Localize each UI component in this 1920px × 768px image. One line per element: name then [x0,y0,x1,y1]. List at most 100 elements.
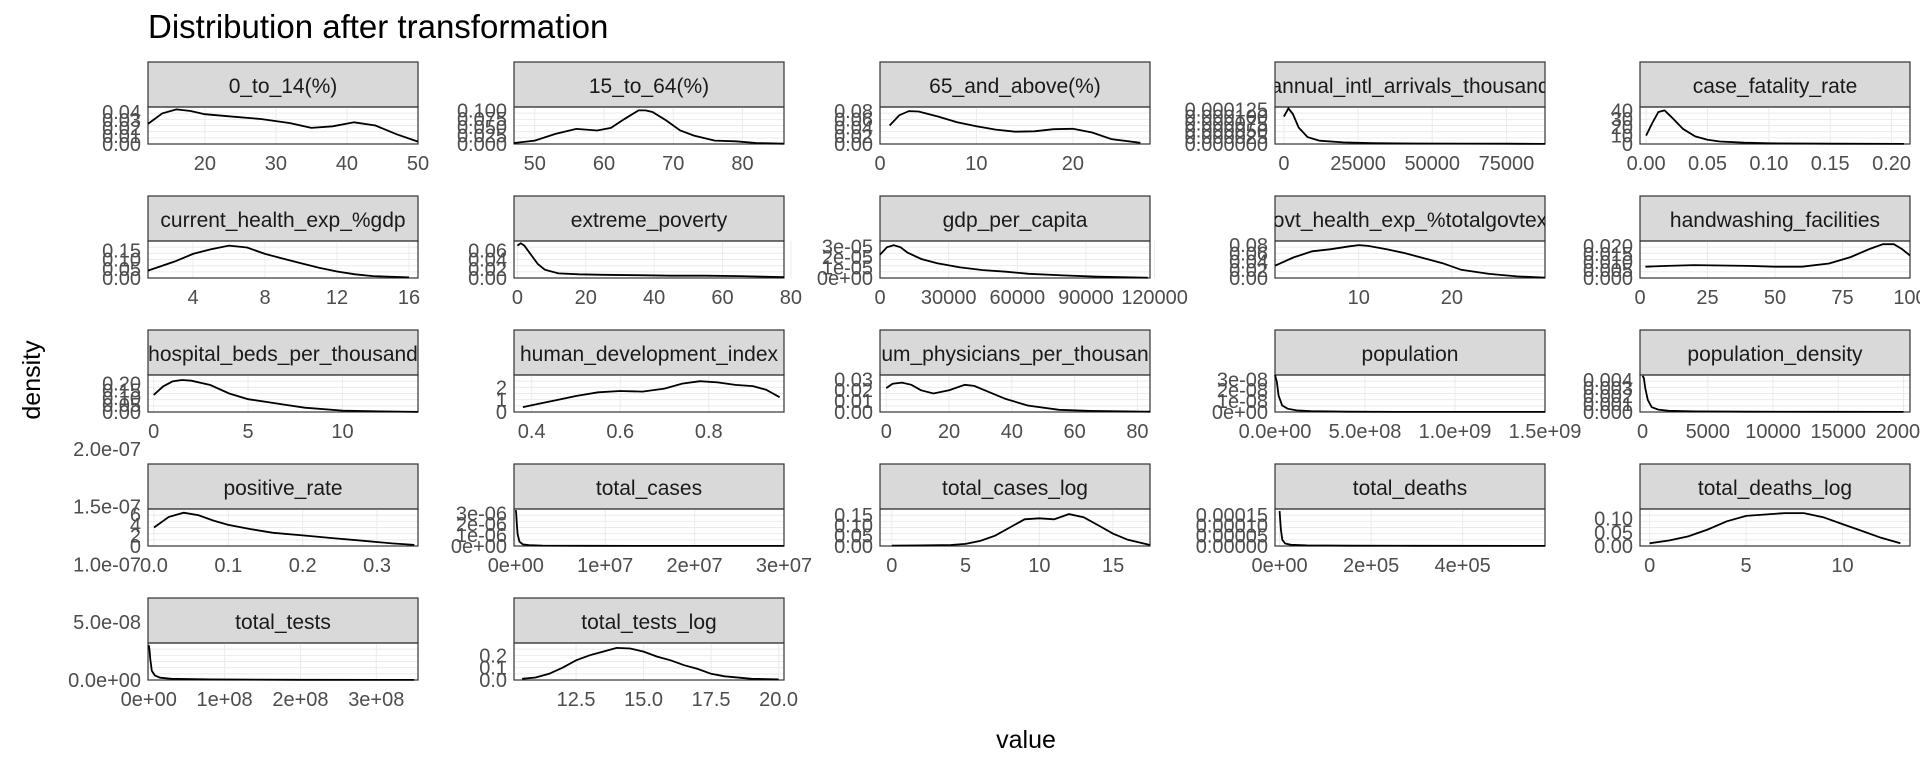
facet-strip [513,329,785,376]
facet-strip [879,61,1151,108]
y-tick-label: 0.00 [834,536,873,558]
facet-strip-label: total_deaths [1353,477,1467,500]
facet-strip-label: total_tests [235,611,331,634]
y-tick-label: 0.000100 [1185,107,1268,129]
facet-strip [147,463,419,510]
facet-strip-label: population [1362,343,1459,366]
density-line [1274,244,1546,279]
y-tick-label: 0.00 [468,268,507,290]
y-tick-label: 0.000050 [1185,120,1268,142]
facet-strip [1639,61,1911,108]
panel-border [1274,240,1546,279]
x-tick-label: 2e+07 [667,555,723,577]
x-axis-label: value [996,726,1056,754]
y-tick-label: 2 [130,525,141,547]
y-tick-label: 2e-06 [456,514,507,536]
density-line [153,511,415,546]
y-tick-label: 0.06 [1229,243,1268,265]
x-tick-label: 60000 [989,287,1045,309]
x-tick-label: 0.2 [289,555,317,577]
x-tick-label: 5 [243,421,254,443]
x-tick-label: 0.10 [1749,153,1788,175]
x-tick-label: 50000 [1404,153,1460,175]
x-tick-label: 20000 [1876,421,1920,443]
x-tick-label: 8 [259,287,270,309]
x-tick-label: 120000 [1121,287,1188,309]
y-tick-label: 0.10 [834,515,873,537]
y-tick-label: 0e+00 [817,268,873,290]
y-tick-label: 0.08 [834,101,873,123]
x-tick-label: 1e+08 [197,689,253,711]
facet-strip-label: hospital_beds_per_thousand [148,343,418,366]
y-tick-label: 0.05 [102,395,141,417]
panel-border [147,374,419,413]
facet-strip-label: case_fatality_rate [1693,75,1858,98]
x-tick-label: 20 [575,287,597,309]
y-tick-label: 0.00015 [1196,505,1268,527]
facet-strip [1274,463,1546,510]
panel-border [513,106,785,145]
density-line [1645,243,1911,268]
y-tick-label: 0e+00 [1212,402,1268,424]
x-tick-label: 0.15 [1811,153,1850,175]
y-tick-label: 0.02 [102,118,141,140]
x-tick-label: 0.4 [518,421,546,443]
x-tick-label: 10000 [1745,421,1801,443]
y-tick-label: 0.001 [1583,394,1633,416]
density-line [1645,109,1904,145]
y-tick-label: 0.04 [102,102,141,124]
x-tick-label: 30000 [921,287,977,309]
y-tick-label: 0.10 [102,388,141,410]
y-tick-label: 0.15 [102,381,141,403]
y-tick-label: 3e-08 [1217,369,1268,391]
x-tick-label: 20 [938,421,960,443]
y-tick-label: 0e+00 [451,536,507,558]
density-line [513,109,785,145]
x-tick-label: 5 [960,555,971,577]
panel-border [513,374,785,413]
y-tick-label: 2.0e-07 [73,439,141,461]
x-tick-label: 0 [1634,287,1645,309]
y-tick-label: 0.02 [834,126,873,148]
x-tick-label: 10 [331,421,353,443]
facet-strip-label: population_density [1687,343,1863,366]
x-tick-label: 12 [326,287,348,309]
density-line [888,110,1141,144]
y-tick-label: 2e-05 [822,247,873,269]
facet-strip-label: current_health_exp_%gdp [160,209,405,232]
y-tick-label: 0.2 [479,645,507,667]
x-tick-label: 0.1 [214,555,242,577]
x-tick-label: 75000 [1479,153,1535,175]
density-line [522,380,781,408]
x-tick-label: 0.05 [1688,153,1727,175]
x-tick-label: 3e+08 [348,689,404,711]
y-tick-label: 0.10 [1594,509,1633,531]
x-tick-label: 15 [1102,555,1124,577]
density-line [1274,374,1545,413]
panel-border [513,240,785,279]
x-tick-label: 1e+07 [577,555,633,577]
y-tick-label: 0 [1622,134,1633,156]
x-tick-label: 40 [1001,421,1023,443]
facet-panel: population_density050001000015000200000.… [1583,329,1920,443]
x-tick-label: 30 [265,153,287,175]
x-tick-label: 40 [336,153,358,175]
panel-border [1639,508,1911,547]
density-line [147,645,415,681]
panel-border [1639,240,1911,279]
facet-strip-label: human_development_index [520,343,779,366]
x-tick-label: 4 [187,287,198,309]
x-tick-label: 0 [1644,555,1655,577]
facet-strip [879,329,1151,376]
y-tick-label: 1e-05 [822,257,873,279]
y-tick-label: 0.1 [479,658,507,680]
x-tick-label: 50 [1764,287,1786,309]
